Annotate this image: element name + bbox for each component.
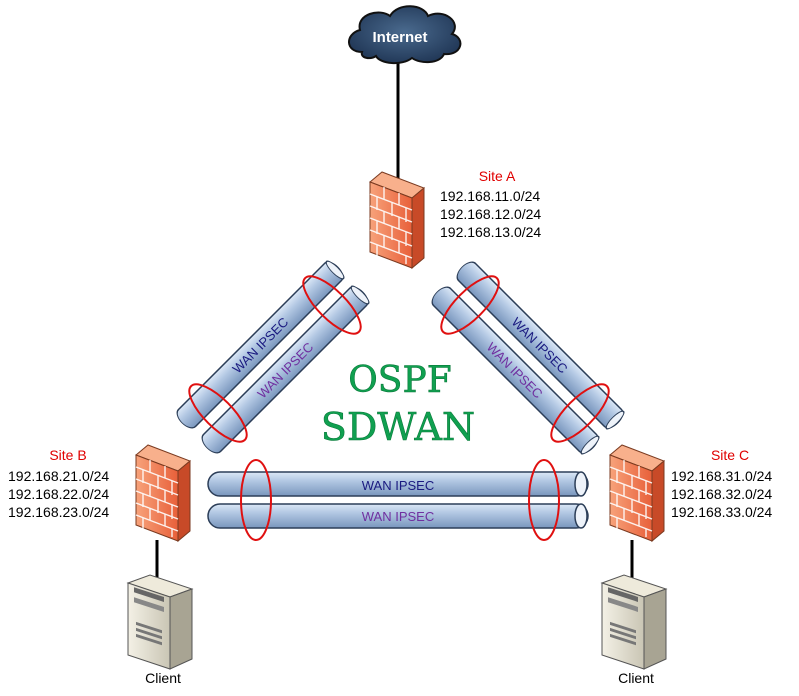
client-c-label: Client (618, 670, 654, 686)
site-c-subnet-1: 192.168.31.0/24 (671, 468, 772, 484)
site-a-subnet-3: 192.168.13.0/24 (440, 224, 541, 240)
client-server-c-icon (601, 574, 667, 670)
ring-b-c-left (240, 459, 272, 541)
ring-b-c-right (528, 459, 560, 541)
site-b-subnet-3: 192.168.23.0/24 (8, 504, 109, 520)
client-b-label: Client (145, 670, 181, 686)
encryption-rings (188, 275, 610, 541)
site-b-subnet-1: 192.168.21.0/24 (8, 468, 109, 484)
ospf-label: OSPF (348, 360, 451, 401)
ring-a-b-top (302, 275, 362, 335)
site-a-subnet-2: 192.168.12.0/24 (440, 206, 541, 222)
firewall-site-c-icon (609, 444, 665, 542)
site-a-subnet-1: 192.168.11.0/24 (440, 188, 540, 204)
firewall-site-b-icon (135, 444, 191, 542)
ring-a-c-top (440, 275, 500, 335)
sdwan-label: SDWAN (321, 405, 475, 449)
site-c-name: Site C (711, 447, 749, 463)
site-c-subnet-3: 192.168.33.0/24 (671, 504, 772, 520)
site-c-info: Site C 192.168.31.0/24 192.168.32.0/24 1… (671, 447, 772, 520)
tunnel-label: WAN IPSEC (362, 509, 434, 524)
ring-a-c-bottom (550, 383, 610, 443)
site-a-name: Site A (479, 168, 516, 184)
site-b-info: Site B 192.168.21.0/24 192.168.22.0/24 1… (8, 447, 109, 520)
internet-label: Internet (372, 29, 427, 46)
site-b-subnet-2: 192.168.22.0/24 (8, 486, 109, 502)
firewall-site-a-icon (369, 171, 425, 269)
center-title: OSPF SDWAN (321, 360, 476, 450)
client-server-b-icon (127, 574, 193, 670)
internet-cloud: Internet (348, 5, 462, 64)
site-a-info: Site A 192.168.11.0/24 192.168.12.0/24 1… (440, 168, 541, 240)
site-b-name: Site B (49, 447, 86, 463)
tunnel-b-c-1: WAN IPSEC (207, 471, 589, 497)
site-c-subnet-2: 192.168.32.0/24 (671, 486, 772, 502)
tunnel-label: WAN IPSEC (362, 478, 434, 493)
tunnel-b-c-2: WAN IPSEC (207, 503, 589, 529)
ring-a-b-bottom (188, 383, 248, 443)
